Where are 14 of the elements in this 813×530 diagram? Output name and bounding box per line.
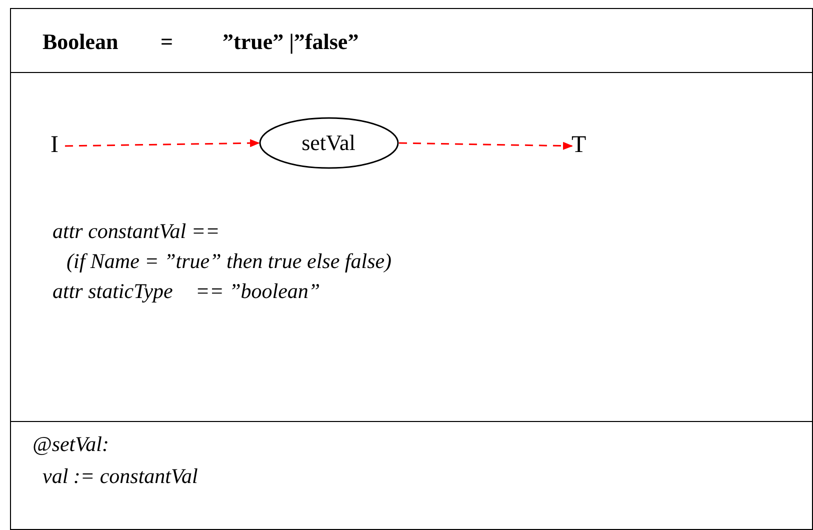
terminal-label: T: [572, 133, 586, 157]
dashed-arrow: [398, 142, 572, 150]
code-line: (if Name = ”true” then true else false): [66, 251, 392, 272]
grammar-rule: ”true” |”false”: [222, 30, 359, 52]
node-label: setVal: [302, 130, 356, 156]
code-line: attr staticType: [52, 281, 173, 302]
dashed-arrow: [64, 139, 260, 148]
code-line: val := constantVal: [42, 466, 198, 487]
code-line: @setVal:: [32, 434, 109, 455]
terminal-label: I: [50, 133, 58, 157]
code-line: attr constantVal ==: [52, 221, 220, 242]
code-line: == ”boolean”: [196, 281, 320, 302]
grammar-rule: Boolean: [42, 30, 118, 52]
grammar-rule: =: [160, 30, 174, 52]
